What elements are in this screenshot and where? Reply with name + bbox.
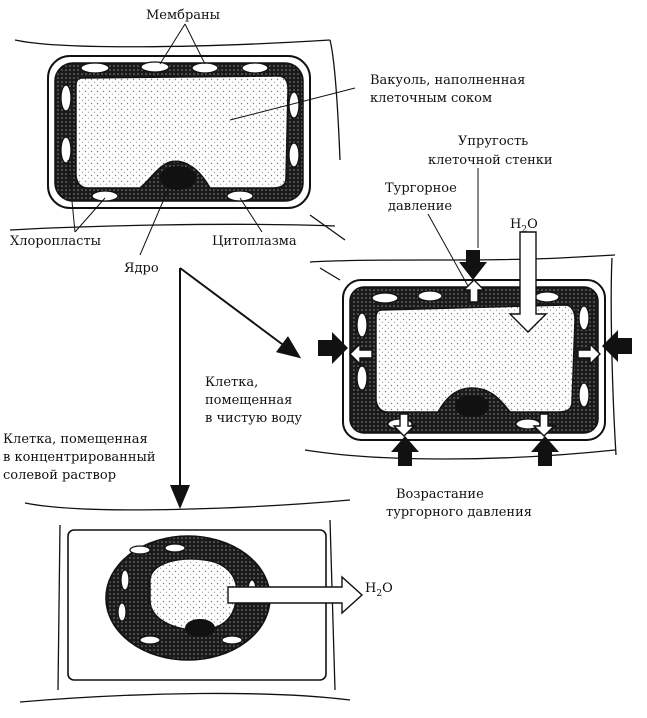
leader-lines <box>67 23 479 287</box>
wall-elasticity-arrows <box>318 250 632 466</box>
nucleus-label: Ядро <box>124 261 159 276</box>
wall-elasticity-label-line1: Упругость <box>458 134 528 149</box>
membranes-label: Мембраны <box>146 8 220 23</box>
pure-water-label-line1: Клетка, <box>205 375 258 390</box>
normal-cell <box>9 39 346 241</box>
water-outflow-arrow <box>227 575 364 615</box>
wall-elasticity-label-line2: клеточной стенки <box>428 153 553 168</box>
pure-water-label-line3: в чистую воду <box>205 411 302 426</box>
turgor-pressure-arrows <box>349 279 601 437</box>
turgor-label-line1: Тургорное <box>385 181 457 196</box>
increase-label-line2: тургорного давления <box>386 505 532 520</box>
increase-label-line1: Возрастание <box>396 487 484 502</box>
turgor-label-line2: давление <box>388 199 452 214</box>
turgid-cell <box>304 231 632 466</box>
chloroplasts-label: Хлоропласты <box>10 234 101 249</box>
vacuole-label-line1: Вакуоль, наполненная <box>370 73 525 88</box>
process-arrows <box>170 267 302 509</box>
salt-label-line3: солевой раствор <box>3 468 116 483</box>
plasmolyzed-cell <box>19 499 364 703</box>
water-inflow-label: H2O <box>510 217 538 235</box>
salt-label-line1: Клетка, помещенная <box>3 432 148 447</box>
vacuole-label-line2: клеточным соком <box>370 91 492 106</box>
salt-label-line2: в концентрированный <box>3 450 156 465</box>
water-inflow-arrow <box>508 231 548 333</box>
water-outflow-label: H2O <box>365 581 393 599</box>
cytoplasm-label: Цитоплазма <box>212 234 297 249</box>
pure-water-label-line2: помещенная <box>205 393 292 408</box>
